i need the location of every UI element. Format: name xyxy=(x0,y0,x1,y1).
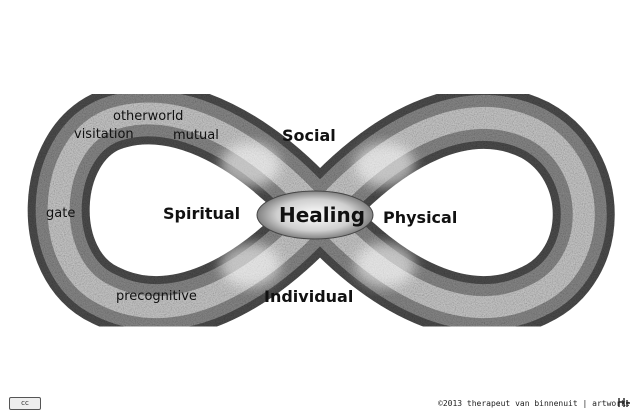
artist-signature-icon xyxy=(618,398,630,407)
footer-credit: ©2013 therapeut van binnenuit | artwork: xyxy=(438,399,631,408)
loop-label-visitation: visitation xyxy=(74,127,134,142)
center-label: Healing xyxy=(279,203,366,227)
loop-label-gate: gate xyxy=(46,206,76,221)
axis-label-top: Social xyxy=(282,126,336,145)
crossing-highlights xyxy=(220,143,415,287)
loop-label-otherworld: otherworld xyxy=(113,109,184,124)
license-badge[interactable]: cc xyxy=(9,397,41,410)
loop-label-mutual: mutual xyxy=(173,128,219,143)
axis-label-right: Physical xyxy=(383,208,458,227)
loop-label-precognitive: precognitive xyxy=(116,289,197,304)
healing-core xyxy=(256,190,374,240)
axis-label-bottom: Individual xyxy=(264,287,354,306)
axis-label-left: Spiritual xyxy=(163,204,241,223)
